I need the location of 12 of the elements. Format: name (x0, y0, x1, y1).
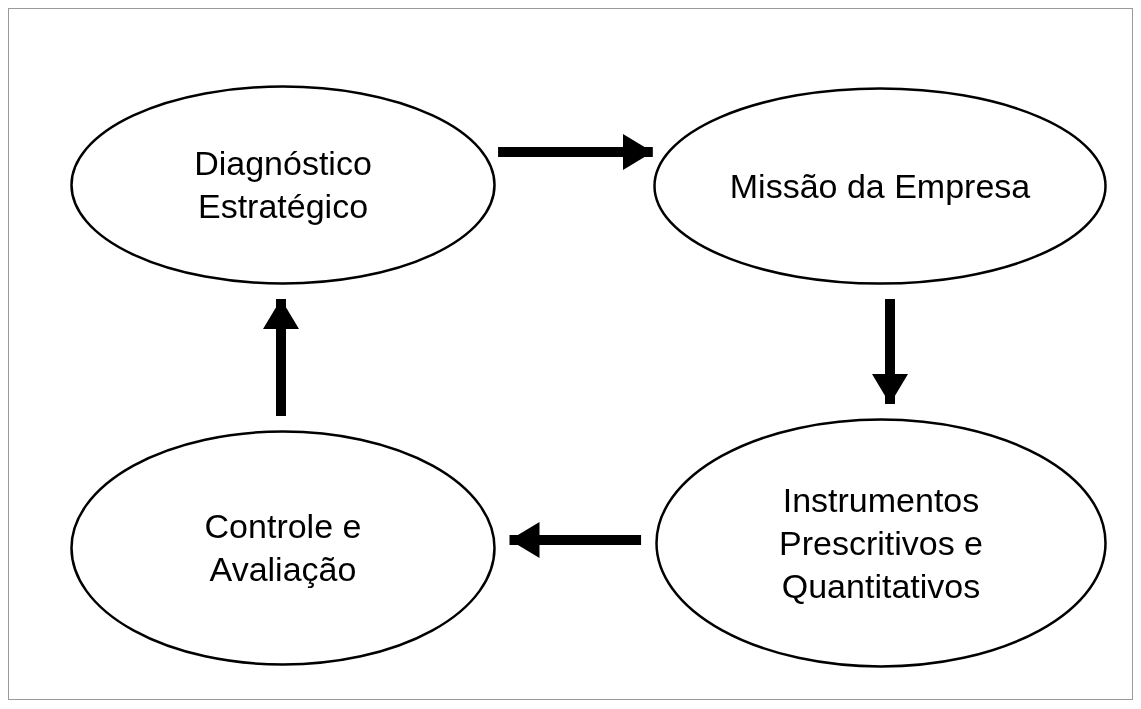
node-label: Missão da Empresa (729, 165, 1031, 207)
arrow (509, 522, 642, 558)
node-label: Instrumentos Prescritivos e Quantitativos (777, 479, 985, 607)
process-ellipse (653, 87, 1107, 285)
arrow (263, 299, 299, 416)
node-label: Controle e Avaliação (203, 506, 363, 590)
process-ellipse (70, 430, 496, 666)
arrow (498, 134, 653, 170)
node-label: Diagnóstico Estratégico (193, 143, 373, 227)
process-ellipse (655, 418, 1107, 668)
arrow (872, 298, 908, 405)
process-ellipse (70, 85, 496, 285)
